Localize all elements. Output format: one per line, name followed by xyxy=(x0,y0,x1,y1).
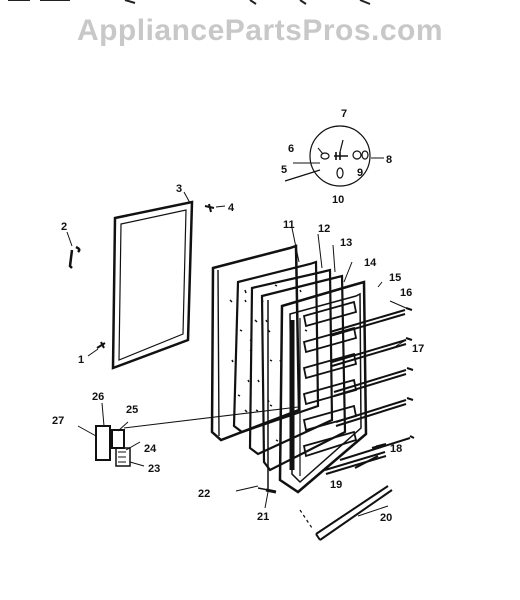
screw-4 xyxy=(204,203,215,213)
bottom-bar xyxy=(324,451,387,475)
callout-19: 19 xyxy=(330,479,342,491)
detail-circle xyxy=(284,125,371,187)
callout-18: 18 xyxy=(390,443,402,455)
door-liner xyxy=(278,280,368,494)
screw-1 xyxy=(96,341,106,349)
toe-plate xyxy=(299,485,393,541)
callout-6: 6 xyxy=(288,143,294,155)
top-edge-fragments xyxy=(8,0,371,5)
door-frame xyxy=(111,200,194,370)
callout-5: 5 xyxy=(281,164,287,176)
insulation-layers xyxy=(232,260,347,472)
callout-23: 23 xyxy=(148,463,160,475)
callout-7: 7 xyxy=(341,108,347,120)
callout-12: 12 xyxy=(318,223,330,235)
callout-15: 15 xyxy=(389,272,401,284)
callout-13: 13 xyxy=(340,237,352,249)
callout-9: 9 xyxy=(357,167,363,179)
callout-26: 26 xyxy=(92,391,104,403)
callout-21: 21 xyxy=(257,511,269,523)
door-gasket xyxy=(257,300,277,494)
callout-1: 1 xyxy=(78,354,84,366)
watermark: AppliancePartsPros.com xyxy=(76,14,444,47)
callout-16: 16 xyxy=(400,287,412,299)
callout-3: 3 xyxy=(176,183,182,195)
callout-2: 2 xyxy=(61,221,67,233)
callout-11: 11 xyxy=(283,219,295,231)
callout-labels: 1 2 3 4 5 6 7 8 9 10 11 12 13 14 15 16 1… xyxy=(52,108,424,524)
callout-4: 4 xyxy=(228,202,235,214)
handle xyxy=(68,245,81,269)
outer-door-panel xyxy=(210,244,301,442)
leader-lines xyxy=(66,147,407,517)
callout-14: 14 xyxy=(364,257,377,269)
shelf-bars xyxy=(329,307,415,461)
callout-27: 27 xyxy=(52,415,64,427)
callout-17: 17 xyxy=(412,343,424,355)
callout-25: 25 xyxy=(126,404,138,416)
callout-8: 8 xyxy=(386,154,392,166)
callout-10: 10 xyxy=(332,194,344,206)
callout-24: 24 xyxy=(144,443,157,455)
small-parts xyxy=(95,425,131,467)
callout-22: 22 xyxy=(198,488,210,500)
callout-20: 20 xyxy=(380,512,392,524)
